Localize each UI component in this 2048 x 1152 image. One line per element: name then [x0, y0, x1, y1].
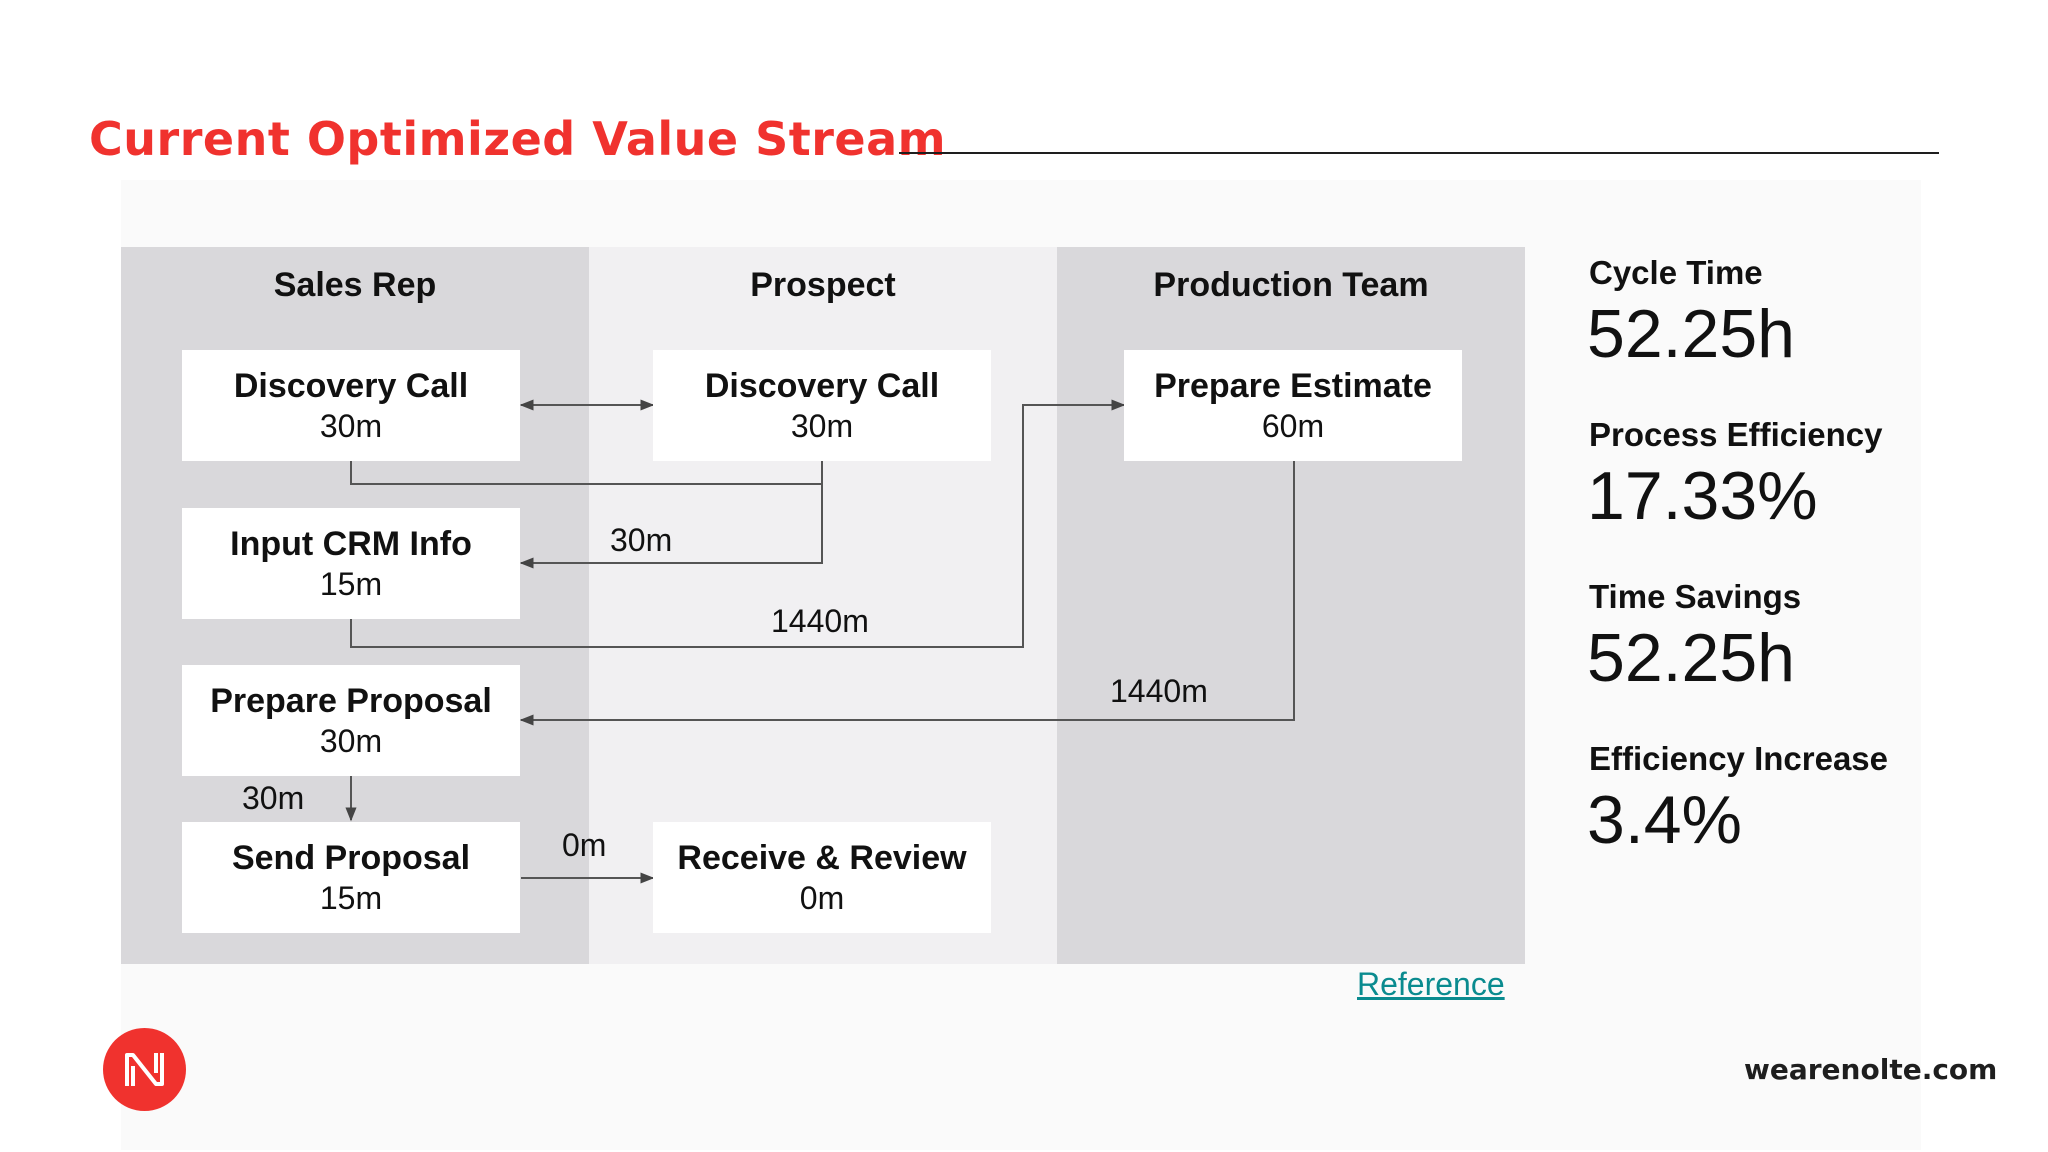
metric-label-cycle-time: Cycle Time — [1589, 254, 1763, 291]
step-box-input-crm-info: Input CRM Info 15m — [182, 508, 520, 619]
step-box-discovery-call-sales: Discovery Call 30m — [182, 350, 520, 461]
metric-value-cycle-time: 52.25h — [1587, 296, 1795, 372]
step-title: Prepare Estimate — [1154, 367, 1432, 405]
connector-estimate-to-proposal — [519, 461, 1295, 726]
step-duration: 15m — [319, 566, 383, 602]
page-title: Current Optimized Value Stream — [89, 112, 947, 166]
lane-title-sales-rep: Sales Rep — [273, 266, 437, 304]
step-box-prepare-proposal: Prepare Proposal 30m — [182, 665, 520, 776]
transition-label: 30m — [610, 522, 673, 558]
step-duration: 15m — [319, 880, 383, 916]
transition-label: 30m — [242, 780, 305, 816]
step-title: Discovery Call — [704, 367, 940, 405]
step-title: Discovery Call — [233, 367, 469, 405]
transition-label: 1440m — [1110, 673, 1208, 709]
brand-n-icon — [125, 1053, 164, 1086]
connector-crm-to-estimate — [350, 399, 1126, 648]
logo — [103, 1028, 186, 1111]
metric-label-process-efficiency: Process Efficiency — [1589, 416, 1883, 453]
step-title: Input CRM Info — [230, 525, 472, 563]
transition-label: 1440m — [771, 603, 869, 639]
title-divider — [899, 152, 1939, 154]
step-duration: 0m — [799, 880, 845, 916]
metric-label-time-savings: Time Savings — [1589, 578, 1802, 615]
transition-label: 0m — [562, 827, 607, 863]
lane-title-production-team: Production Team — [1153, 266, 1429, 304]
connector-discovery-to-crm — [519, 461, 823, 569]
metric-value-time-savings: 52.25h — [1587, 620, 1795, 696]
step-duration: 60m — [1261, 408, 1325, 444]
step-title: Send Proposal — [231, 839, 471, 877]
metric-value-efficiency-increase: 3.4% — [1587, 782, 1742, 858]
step-box-send-proposal: Send Proposal 15m — [182, 822, 520, 933]
step-box-prepare-estimate: Prepare Estimate 60m — [1124, 350, 1462, 461]
metric-label-efficiency-increase: Efficiency Increase — [1589, 740, 1888, 777]
connector-discovery-merge — [350, 461, 822, 485]
metric-value-process-efficiency: 17.33% — [1587, 458, 1818, 534]
step-duration: 30m — [319, 723, 383, 759]
step-duration: 30m — [319, 408, 383, 444]
step-title: Prepare Proposal — [210, 682, 492, 720]
step-duration: 30m — [790, 408, 854, 444]
website-url: wearenolte.com — [1744, 1053, 1998, 1086]
step-box-discovery-call-prospect: Discovery Call 30m — [653, 350, 991, 461]
reference-link[interactable]: Reference — [1357, 966, 1505, 1002]
step-title: Receive & Review — [677, 839, 967, 877]
lane-title-prospect: Prospect — [750, 266, 896, 304]
step-box-receive-review: Receive & Review 0m — [653, 822, 991, 933]
